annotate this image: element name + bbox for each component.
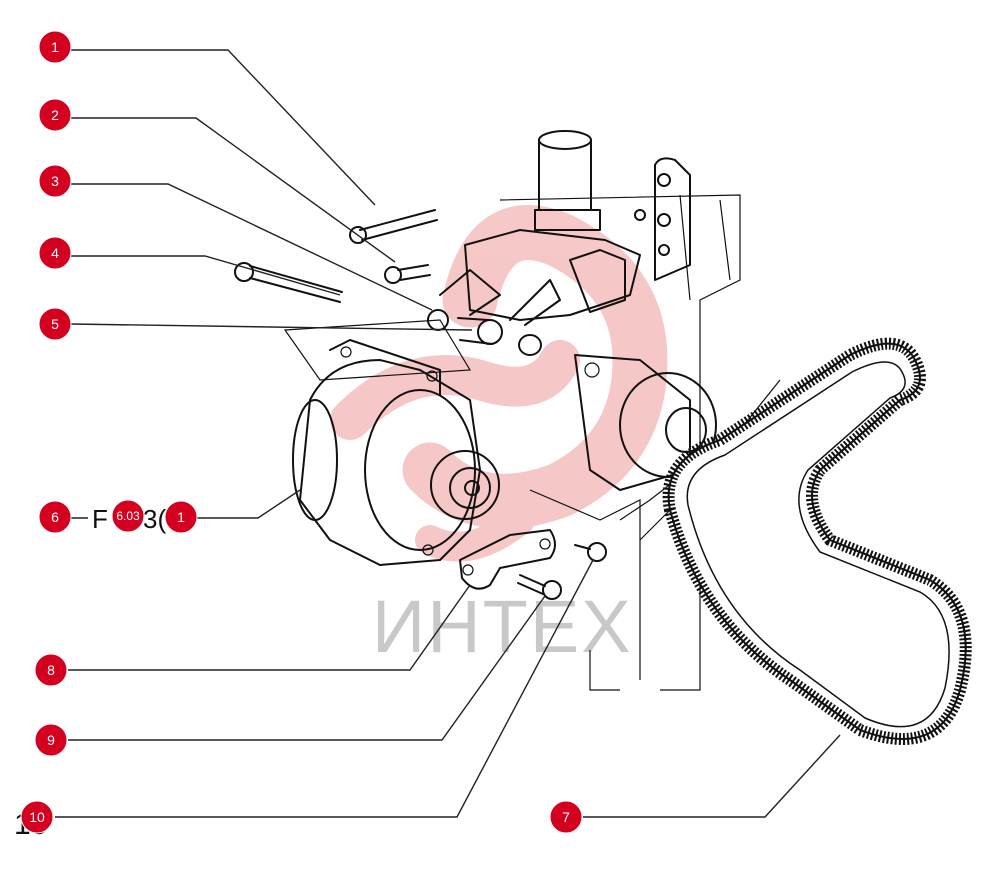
bolt-9: [517, 574, 562, 600]
svg-text:5: 5: [51, 316, 59, 332]
svg-text:9: 9: [47, 732, 55, 748]
figure-ref-suffix: 3(: [143, 504, 166, 534]
callout-2[interactable]: 2: [38, 98, 72, 132]
svg-text:6.03: 6.03: [116, 509, 140, 523]
svg-text:1: 1: [51, 39, 59, 55]
figure-ref-prefix: F: [92, 504, 108, 534]
bolt-10: [574, 542, 607, 562]
svg-text:4: 4: [51, 245, 59, 261]
callout-1[interactable]: 1: [38, 30, 72, 64]
svg-text:3: 3: [51, 173, 59, 189]
lifting-bracket: [634, 157, 691, 281]
svg-text:6: 6: [51, 509, 59, 525]
svg-text:2: 2: [51, 107, 59, 123]
callout-figure-code[interactable]: 6.03: [111, 499, 145, 533]
callout-5[interactable]: 5: [38, 307, 72, 341]
watermark-text: ИНТЕХ: [372, 585, 633, 668]
svg-text:10: 10: [29, 809, 45, 825]
svg-text:1: 1: [177, 509, 185, 525]
callout-3[interactable]: 3: [38, 164, 72, 198]
long-bolt-4: [234, 262, 343, 303]
engine-block: [499, 194, 741, 691]
callout-8[interactable]: 8: [34, 653, 68, 687]
thermostat-housing: [534, 130, 601, 231]
bolt-2: [384, 264, 431, 284]
v-ribbed-belt: [662, 337, 972, 745]
callout-10[interactable]: 10: [20, 800, 54, 834]
callout-7[interactable]: 7: [549, 800, 583, 834]
upper-mounting-bracket: [439, 229, 641, 326]
bolt-1: [349, 209, 438, 244]
figure-reference: F 3(: [68, 504, 166, 534]
callout-6[interactable]: 6: [38, 500, 72, 534]
callout-9[interactable]: 9: [34, 723, 68, 757]
svg-text:8: 8: [47, 662, 55, 678]
shim-plate: [283, 319, 472, 381]
callout-figure-sub-1[interactable]: 1: [164, 500, 198, 534]
callout-4[interactable]: 4: [38, 236, 72, 270]
alternator: [292, 339, 500, 566]
leader-lines: [55, 49, 841, 818]
svg-text:7: 7: [562, 809, 570, 825]
